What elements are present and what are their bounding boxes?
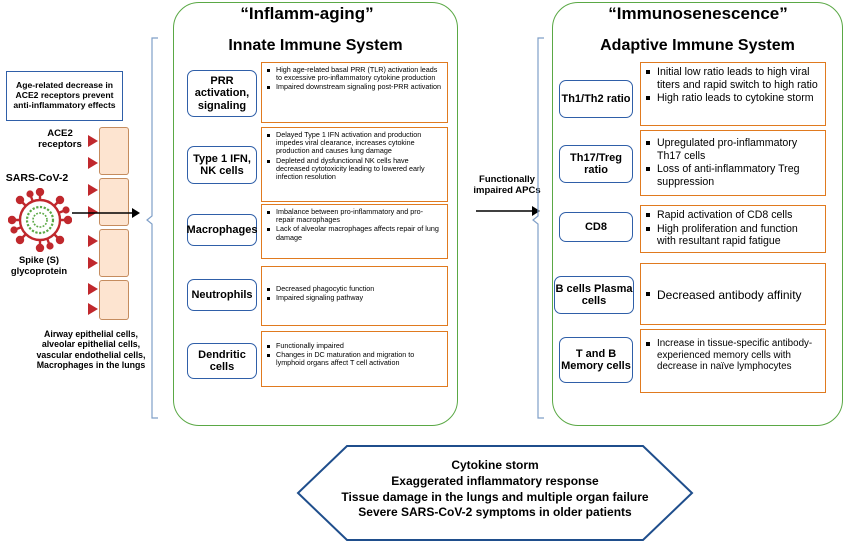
outcome-line: Tissue damage in the lungs and multiple … bbox=[341, 489, 649, 504]
adaptive-row-description: Upregulated pro-inflammatory Th17 cells … bbox=[640, 130, 826, 196]
innate-row-label: Type 1 IFN, NK cells bbox=[187, 146, 257, 184]
outcome-banner-text: Cytokine storm Exaggerated inflammatory … bbox=[300, 458, 690, 521]
adaptive-row-description: Decreased antibody affinity bbox=[640, 263, 826, 325]
adaptive-row-bullet: High proliferation and function with res… bbox=[646, 223, 819, 248]
ace2-receptor-icon bbox=[88, 303, 98, 315]
adaptive-row-bullet: Initial low ratio leads to high viral ti… bbox=[646, 66, 818, 91]
target-cells-label: Airway epithelial cells, alveolar epithe… bbox=[36, 329, 146, 371]
adaptive-row-label: Th17/Treg ratio bbox=[559, 145, 633, 183]
innate-row-label: Neutrophils bbox=[187, 279, 257, 311]
adaptive-row-bullet: Rapid activation of CD8 cells bbox=[646, 209, 819, 222]
sars-cov-2-label: SARS-CoV-2 bbox=[5, 172, 69, 184]
impaired-apcs-label: Functionally impaired APCs bbox=[473, 174, 541, 197]
epithelial-cell bbox=[99, 178, 129, 226]
immunosenescence-heading: “Immunosenescence” bbox=[608, 4, 788, 23]
innate-title: Innate Immune System bbox=[228, 37, 403, 54]
adaptive-bracket bbox=[532, 37, 544, 419]
ace2-receptor-icon bbox=[88, 184, 98, 196]
innate-panel bbox=[173, 2, 458, 426]
adaptive-row-bullet: Increase in tissue-specific antibody-exp… bbox=[646, 338, 819, 373]
ace2-receptors-label: ACE2 receptors bbox=[38, 128, 82, 150]
adaptive-row-label: T and B Memory cells bbox=[559, 337, 633, 383]
innate-row-bullet: Depleted and dysfunctional NK cells have… bbox=[267, 156, 441, 182]
ace2-receptor-icon bbox=[88, 235, 98, 247]
innate-row-label: Macrophages bbox=[187, 214, 257, 246]
adaptive-row-label: B cells Plasma cells bbox=[554, 276, 634, 314]
innate-row-label: Dendritic cells bbox=[187, 343, 257, 379]
ace2-note-box: Age-related decrease in ACE2 receptors p… bbox=[6, 71, 123, 121]
epithelial-cell bbox=[99, 229, 129, 277]
innate-bracket bbox=[146, 37, 158, 419]
outcome-banner-shape bbox=[296, 445, 694, 541]
adaptive-panel bbox=[552, 2, 843, 426]
innate-row-bullet: High age-related basal PRR (TLR) activat… bbox=[267, 65, 441, 82]
innate-row-description: Decreased phagocytic function Impaired s… bbox=[261, 266, 448, 326]
ace2-receptor-icon bbox=[88, 283, 98, 295]
outcome-line: Severe SARS-CoV-2 symptoms in older pati… bbox=[358, 505, 632, 520]
adaptive-row-description: Increase in tissue-specific antibody-exp… bbox=[640, 329, 826, 393]
innate-row-bullet: Decreased phagocytic function bbox=[267, 284, 441, 293]
adaptive-row-bullet: Decreased antibody affinity bbox=[646, 288, 819, 302]
adaptive-title: Adaptive Immune System bbox=[600, 37, 795, 54]
apc-arrow bbox=[476, 206, 540, 216]
innate-row-bullet: Imbalance between pro-inflammatory and p… bbox=[267, 207, 441, 224]
innate-row-bullet: Lack of alveolar macrophages affects rep… bbox=[267, 225, 441, 241]
innate-row-description: Imbalance between pro-inflammatory and p… bbox=[261, 204, 448, 259]
innate-row-bullet: Impaired signaling pathway bbox=[267, 293, 441, 302]
innate-row-bullet: Delayed Type 1 IFN activation and produc… bbox=[267, 130, 441, 156]
spike-glycoprotein-label: Spike (S) glycoprotein bbox=[10, 254, 68, 276]
adaptive-row-bullet: Loss of anti-inflammatory Treg suppressi… bbox=[646, 163, 819, 188]
innate-row-bullet: Impaired downstream signaling post-PRR a… bbox=[267, 82, 441, 92]
adaptive-row-description: Rapid activation of CD8 cells High proli… bbox=[640, 205, 826, 253]
innate-row-description: Functionally impaired Changes in DC matu… bbox=[261, 331, 448, 387]
adaptive-row-description: Initial low ratio leads to high viral ti… bbox=[640, 62, 826, 126]
ace2-note-text: Age-related decrease in ACE2 receptors p… bbox=[13, 80, 116, 110]
innate-row-bullet: Functionally impaired bbox=[267, 341, 441, 350]
innate-row-bullet: Changes in DC maturation and migration t… bbox=[267, 350, 441, 367]
innate-row-description: High age-related basal PRR (TLR) activat… bbox=[261, 62, 448, 123]
ace2-receptor-icon bbox=[88, 206, 98, 218]
adaptive-row-bullet: Upregulated pro-inflammatory Th17 cells bbox=[646, 137, 819, 162]
innate-row-label: PRR activation, signaling bbox=[187, 70, 257, 117]
virus-icon bbox=[7, 187, 73, 253]
adaptive-row-bullet: High ratio leads to cytokine storm bbox=[646, 92, 819, 105]
adaptive-row-label: Th1/Th2 ratio bbox=[559, 80, 633, 118]
adaptive-row-label: CD8 bbox=[559, 212, 633, 242]
ace2-receptor-icon bbox=[88, 135, 98, 147]
outcome-line: Exaggerated inflammatory response bbox=[391, 473, 599, 488]
inflamm-aging-heading: “Inflamm-aging” bbox=[240, 4, 374, 23]
infection-arrow bbox=[72, 208, 140, 218]
innate-row-description: Delayed Type 1 IFN activation and produc… bbox=[261, 127, 448, 202]
outcome-line: Cytokine storm bbox=[451, 458, 539, 472]
epithelial-cell bbox=[99, 280, 129, 320]
epithelial-cell bbox=[99, 127, 129, 175]
ace2-receptor-icon bbox=[88, 157, 98, 169]
ace2-receptor-icon bbox=[88, 257, 98, 269]
